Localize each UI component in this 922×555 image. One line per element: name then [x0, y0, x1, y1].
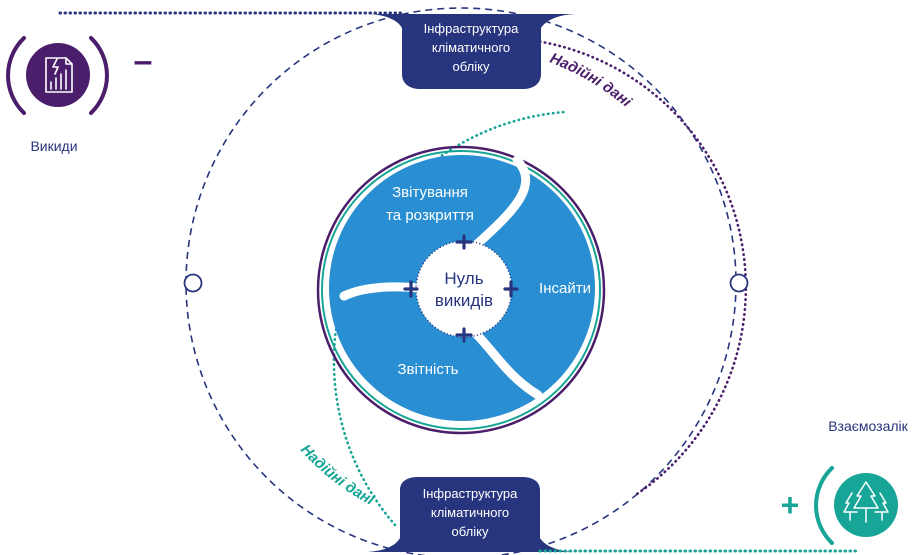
segment-accountability: Звітність [397, 361, 458, 378]
top-badge-line2: кліматичного [432, 40, 510, 55]
center-markers [403, 234, 519, 343]
bottom-badge-line3: обліку [452, 524, 489, 539]
emissions-bracket [6, 36, 26, 115]
top-badge-line3: обліку [453, 59, 490, 74]
emissions-badge [26, 43, 90, 107]
offset-item: Взаємозалік + [781, 418, 909, 545]
emissions-report-icon [45, 57, 73, 93]
emissions-minus-sign: – [134, 42, 153, 80]
segment-reporting-line1: Звітування [392, 184, 468, 201]
offset-plus-sign: + [781, 487, 800, 523]
center-circle [416, 241, 512, 337]
forest-trees-icon [843, 481, 889, 523]
offset-bracket [814, 466, 834, 545]
inner-purple-ring [316, 145, 606, 435]
reliable-data-top-label: Надійні дані [548, 50, 636, 111]
emissions-label: Викиди [30, 138, 77, 154]
offset-label: Взаємозалік [828, 418, 908, 434]
center-label-line2: викидів [435, 291, 493, 310]
bottom-badge-line2: кліматичного [431, 505, 509, 520]
inner-teal-ring [321, 150, 601, 430]
bottom-infrastructure-badge [364, 477, 577, 552]
top-badge-line1: Інфраструктура [424, 21, 520, 36]
top-infrastructure-badge [366, 14, 578, 89]
emissions-item: – Викиди [6, 36, 153, 154]
segment-insights: Інсайти [539, 280, 591, 297]
center-label-line1: Нуль [444, 269, 483, 288]
segment-reporting-line2: та розкриття [386, 207, 474, 224]
left-node [183, 273, 203, 293]
offset-badge [834, 473, 898, 537]
reliable-data-bottom-label: Надійні дані [297, 441, 378, 509]
bottom-badge-line1: Інфраструктура [423, 486, 519, 501]
right-node [729, 273, 749, 293]
